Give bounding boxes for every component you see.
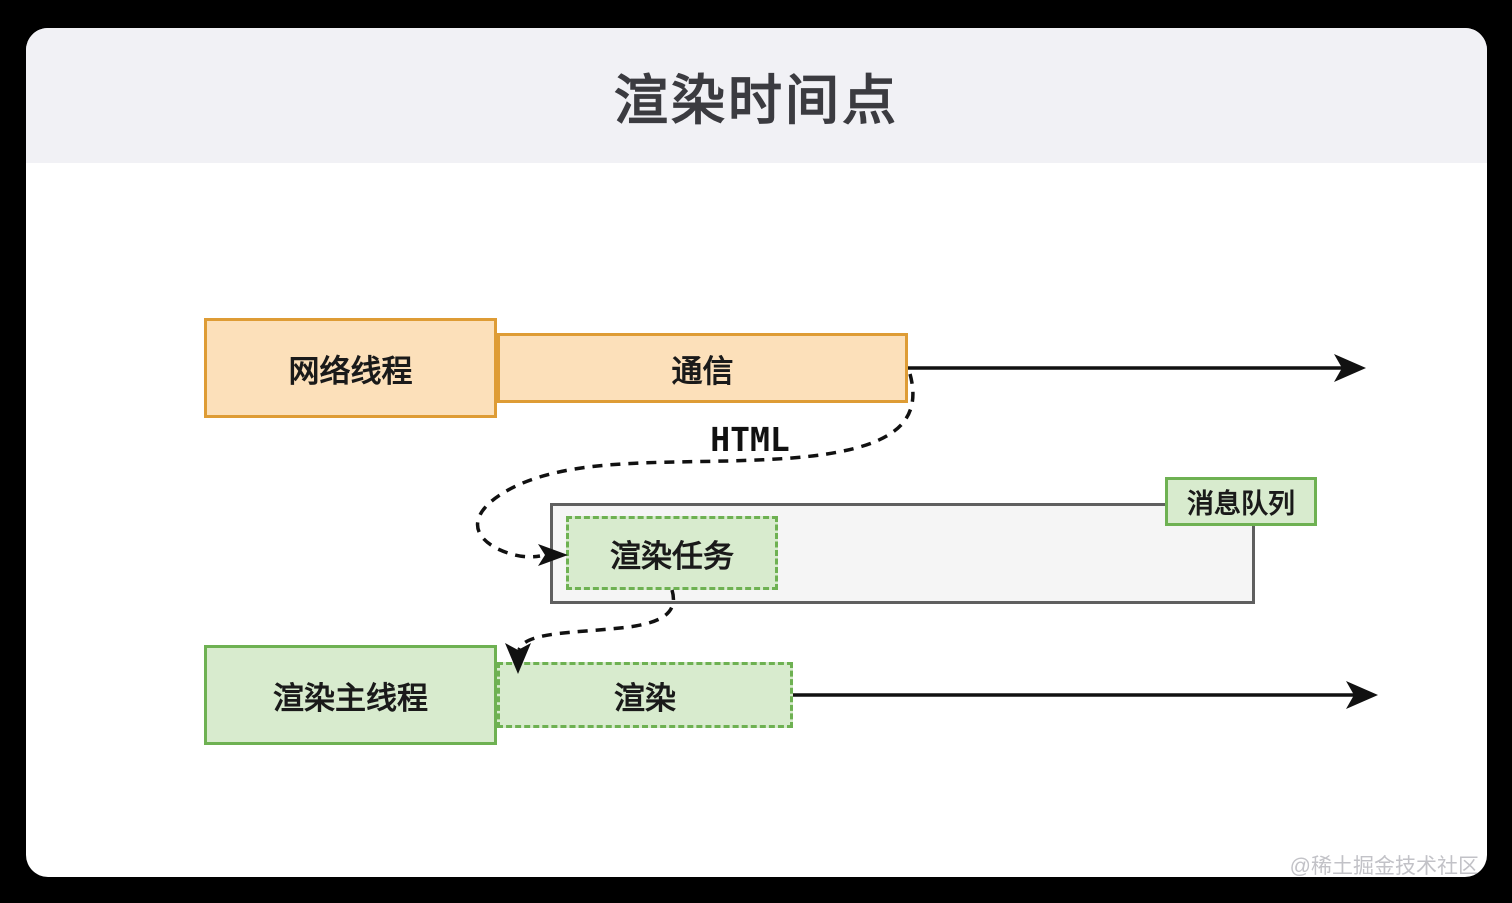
- network-thread-label: 网络线程: [288, 353, 413, 389]
- communication-bar: 通信: [497, 333, 908, 403]
- render-main-thread-box: 渲染主线程: [204, 645, 497, 745]
- message-queue-label: 消息队列: [1187, 489, 1295, 519]
- html-annotation: HTML: [710, 420, 790, 459]
- render-main-thread-label: 渲染主线程: [273, 680, 428, 716]
- watermark: @稀土掘金技术社区: [1289, 855, 1479, 877]
- render-task-label: 渲染任务: [610, 538, 734, 574]
- diagram-card: 渲染时间点 通信 网络线程 HTML 渲染任务 消息队列 渲染 渲染主线程 @稀: [26, 28, 1487, 877]
- diagram-header: 渲染时间点: [26, 28, 1487, 163]
- network-thread-box: 网络线程: [204, 318, 497, 418]
- render-task-box: 渲染任务: [566, 516, 778, 590]
- communication-bar-label: 通信: [671, 353, 734, 389]
- page-title: 渲染时间点: [614, 71, 899, 131]
- render-bar: 渲染: [497, 662, 793, 728]
- render-bar-label: 渲染: [614, 680, 676, 716]
- message-queue-label-box: 消息队列: [1165, 477, 1317, 526]
- render-timeline-arrowhead-icon: [1346, 681, 1378, 709]
- network-timeline-arrowhead-icon: [1334, 354, 1366, 382]
